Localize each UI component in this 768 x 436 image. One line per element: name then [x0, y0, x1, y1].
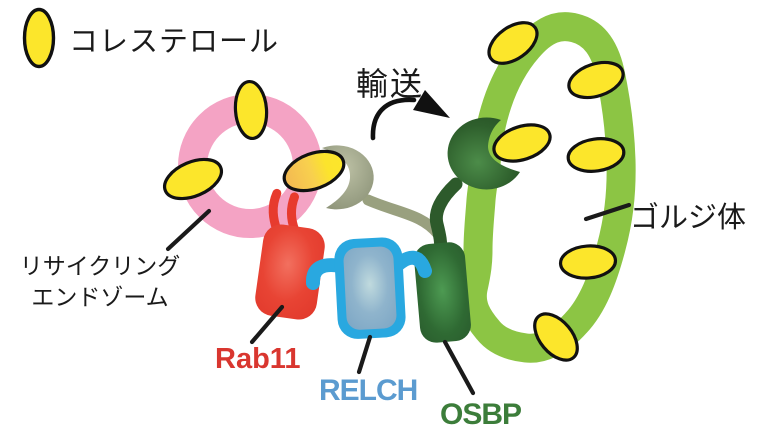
- legend-label: コレステロール: [69, 26, 280, 58]
- rab11-label: Rab11: [215, 343, 301, 375]
- cholesterol-oval: [487, 21, 539, 65]
- osbp-domain-stalk-golgi: [429, 177, 463, 259]
- rab11-body: [255, 224, 325, 320]
- recycling-endosome-label: リサイクリング エンドゾーム: [10, 251, 190, 313]
- legend-cholesterol-oval: [22, 7, 56, 69]
- osbp-domain-stalk-endosome: [362, 194, 444, 240]
- golgi-label: ゴルジ体: [630, 202, 747, 234]
- pointer-line-osbp: [442, 339, 476, 396]
- pointer-line-rab11: [249, 304, 285, 345]
- transport-label: 輸送: [356, 66, 425, 102]
- cholesterol-oval: [567, 60, 625, 100]
- relch-inner: [343, 246, 397, 330]
- cholesterol-oval: [558, 244, 618, 280]
- cholesterol-oval: [566, 137, 626, 173]
- golgi-membrane: [457, 12, 636, 363]
- recycling-endosome-label-line2: エンドゾーム: [31, 284, 169, 310]
- osbp-sterol-domain-golgi: [447, 117, 520, 190]
- pointer-line-relch: [356, 334, 373, 375]
- pointer-line-golgi: [583, 202, 632, 222]
- relch-protein: [334, 237, 406, 339]
- osbp-sterol-domain-endosome: [322, 145, 374, 210]
- cholesterol-oval: [533, 312, 579, 362]
- cholesterol-oval-captured: [282, 149, 346, 193]
- rab11-protein: [255, 188, 325, 320]
- cholesterol-oval-delivered: [492, 123, 552, 163]
- transport-arrow-shaft: [370, 97, 417, 141]
- recycling-endosome-label-line1: リサイクリング: [19, 253, 181, 279]
- relch-label: RELCH: [319, 374, 418, 407]
- cholesterol-oval: [233, 79, 269, 141]
- transport-arrow-head: [413, 90, 450, 118]
- osbp-label: OSBP: [440, 398, 522, 431]
- cholesterol-oval: [162, 157, 224, 201]
- pointer-line-endosome: [165, 208, 212, 252]
